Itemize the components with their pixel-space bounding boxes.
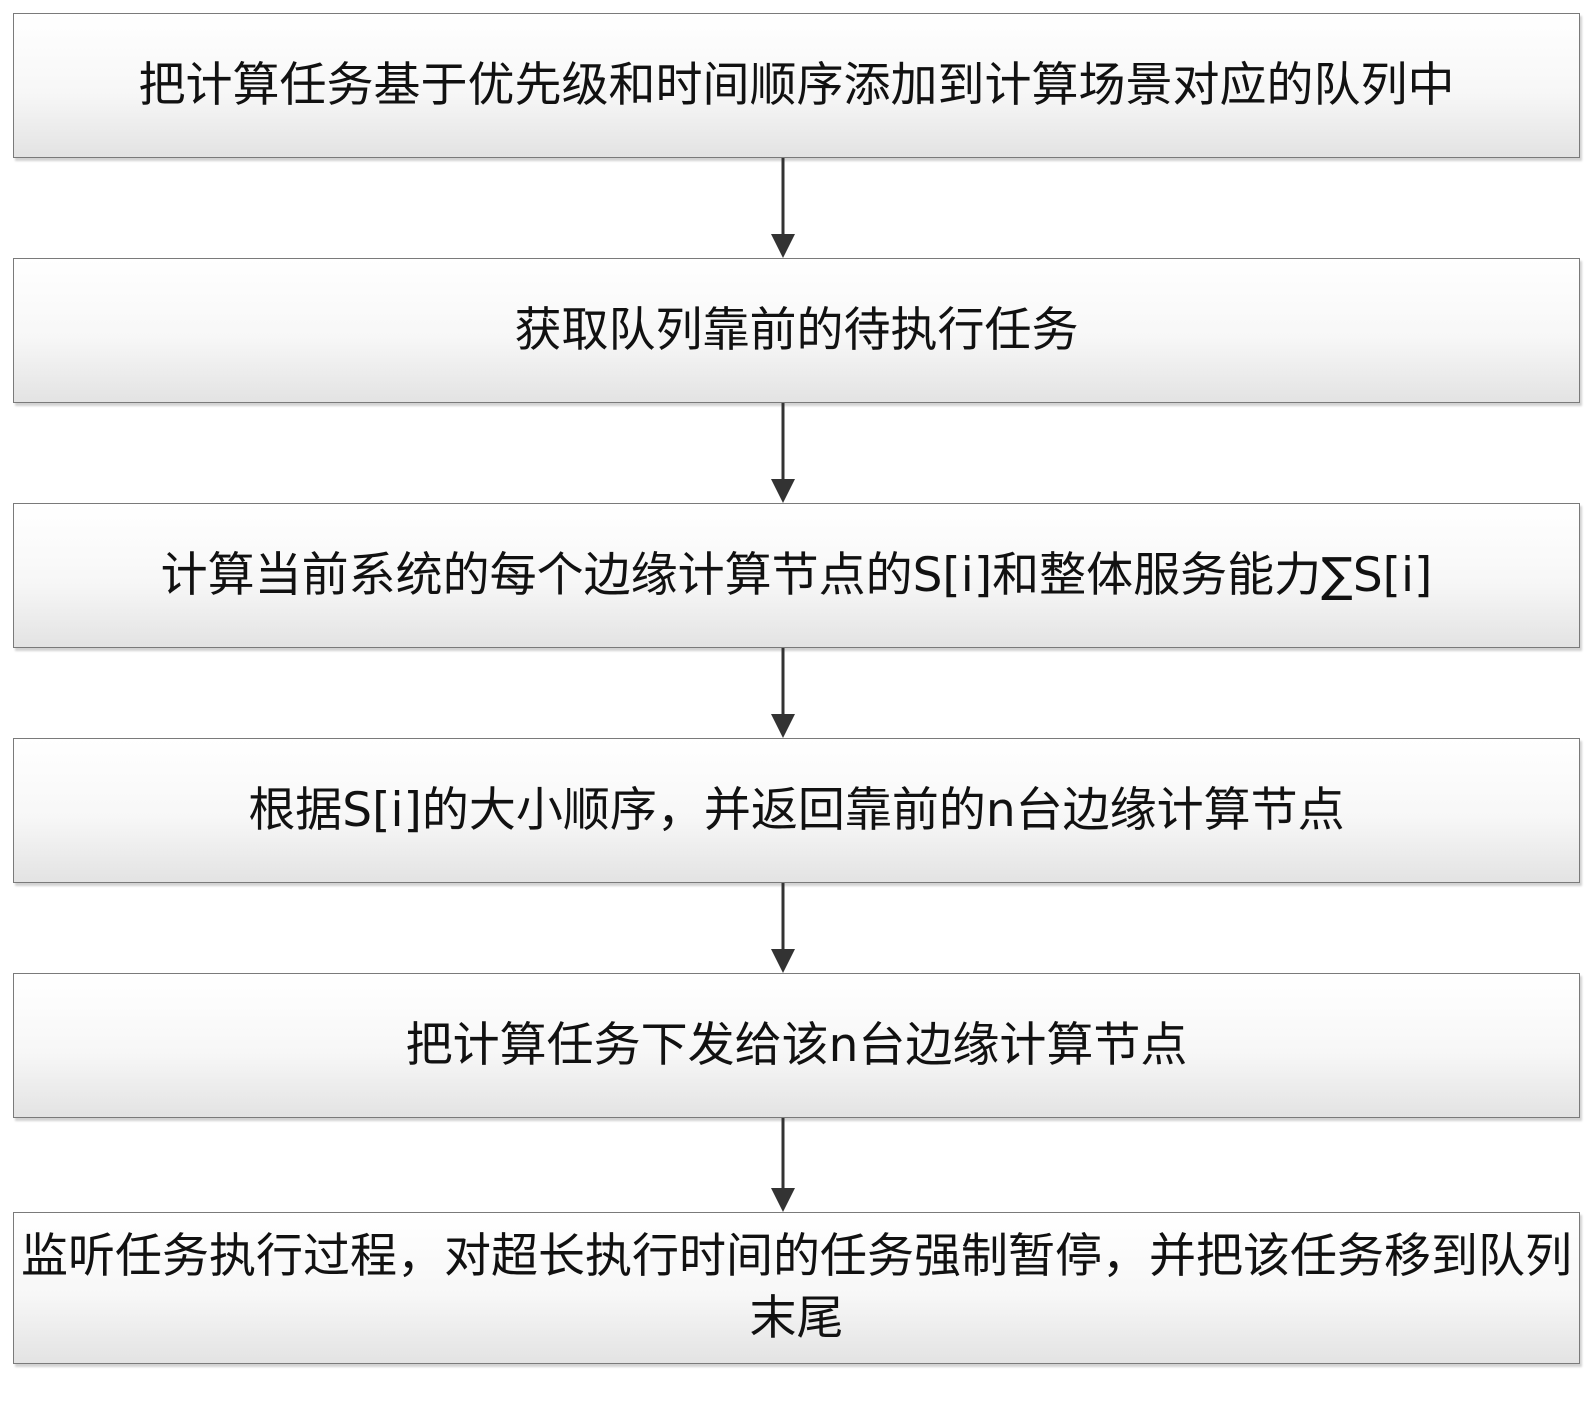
flow-step-1: 把计算任务基于优先级和时间顺序添加到计算场景对应的队列中	[13, 13, 1580, 158]
flow-step-5: 把计算任务下发给该n台边缘计算节点	[13, 973, 1580, 1118]
arrow-5-to-6	[771, 1118, 795, 1212]
flow-step-5-label: 把计算任务下发给该n台边缘计算节点	[405, 1017, 1188, 1073]
arrow-2-to-3	[771, 403, 795, 503]
flow-step-1-label: 把计算任务基于优先级和时间顺序添加到计算场景对应的队列中	[138, 57, 1455, 113]
arrow-3-to-4	[771, 648, 795, 738]
flow-step-4-label: 根据S[i]的大小顺序，并返回靠前的n台边缘计算节点	[248, 782, 1345, 838]
flow-step-3-label: 计算当前系统的每个边缘计算节点的S[i]和整体服务能力∑S[i]	[160, 547, 1433, 603]
flow-step-6: 监听任务执行过程，对超长执行时间的任务强制暂停，并把该任务移到队列末尾	[13, 1212, 1580, 1364]
flow-step-2: 获取队列靠前的待执行任务	[13, 258, 1580, 403]
arrow-1-to-2	[771, 158, 795, 258]
flow-step-3: 计算当前系统的每个边缘计算节点的S[i]和整体服务能力∑S[i]	[13, 503, 1580, 648]
arrow-4-to-5	[771, 883, 795, 973]
flow-step-2-label: 获取队列靠前的待执行任务	[514, 302, 1079, 358]
flow-step-4: 根据S[i]的大小顺序，并返回靠前的n台边缘计算节点	[13, 738, 1580, 883]
flow-step-6-label: 监听任务执行过程，对超长执行时间的任务强制暂停，并把该任务移到队列末尾	[21, 1229, 1572, 1346]
